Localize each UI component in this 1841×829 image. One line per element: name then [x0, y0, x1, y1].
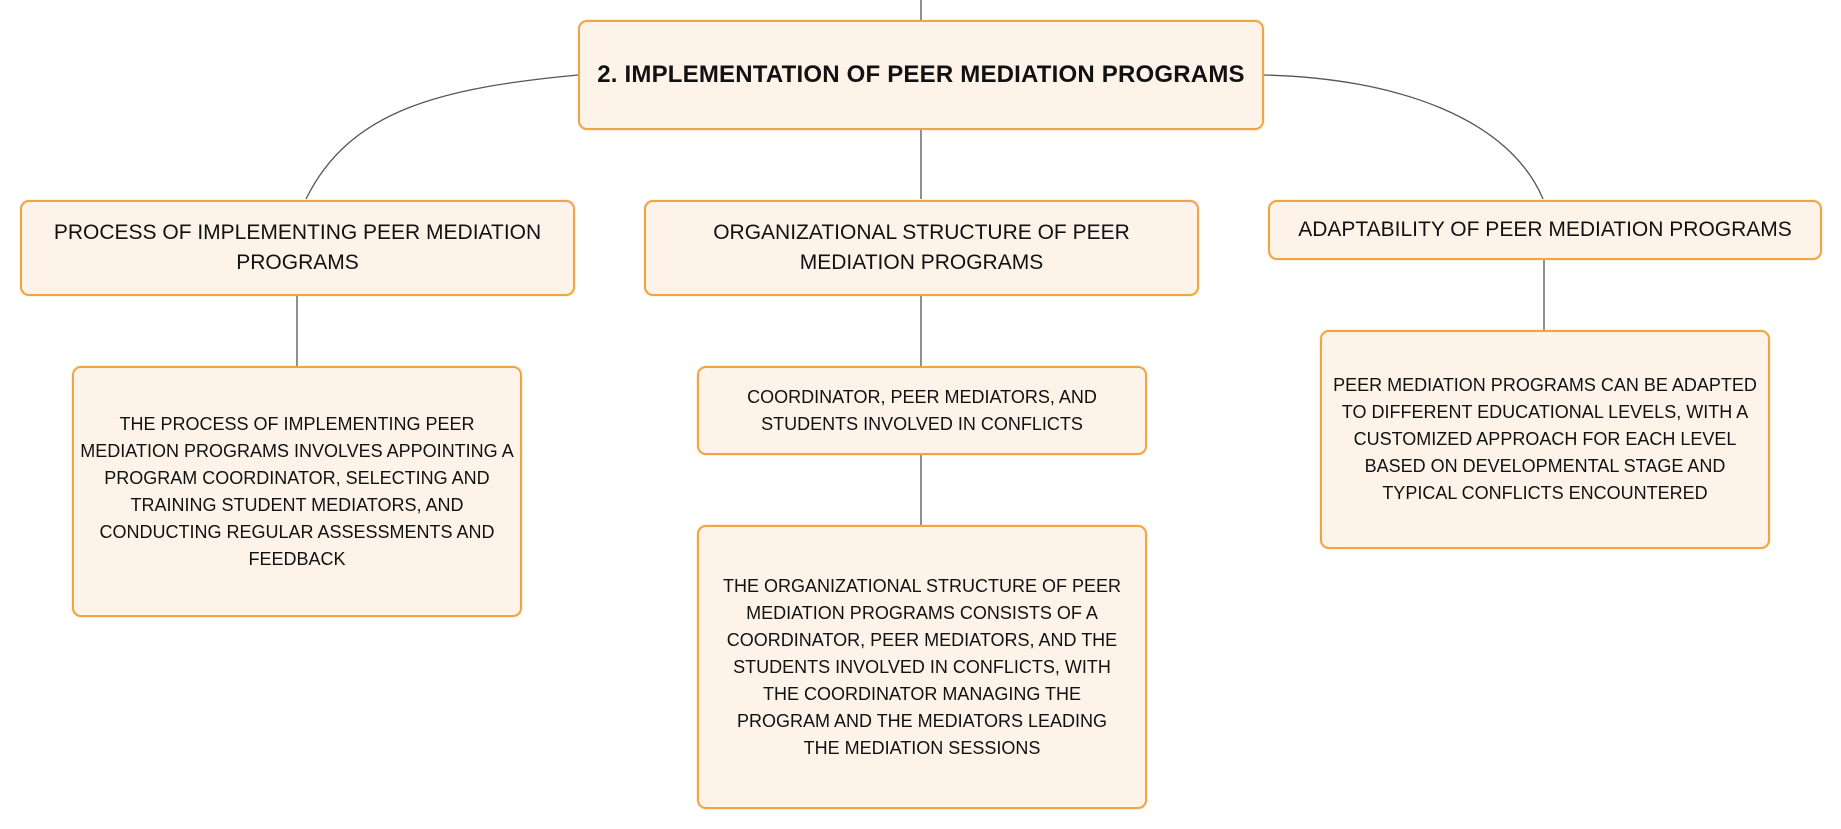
- leaf-node-structure-members[interactable]: COORDINATOR, PEER MEDIATORS, AND STUDENT…: [697, 366, 1147, 455]
- connector-root-to-adaptability: [1262, 74, 1544, 200]
- root-node-label: 2. IMPLEMENTATION OF PEER MEDIATION PROG…: [597, 61, 1245, 88]
- leaf-node-structure-members-label: COORDINATOR, PEER MEDIATORS, AND STUDENT…: [747, 386, 1097, 434]
- leaf-node-process-detail[interactable]: THE PROCESS OF IMPLEMENTING PEER MEDIATI…: [72, 366, 522, 617]
- leaf-node-adaptability-detail[interactable]: PEER MEDIATION PROGRAMS CAN BE ADAPTED T…: [1320, 330, 1770, 549]
- branch-node-structure-label: ORGANIZATIONAL STRUCTURE OF PEER MEDIATI…: [713, 221, 1130, 274]
- leaf-node-process-detail-label: THE PROCESS OF IMPLEMENTING PEER MEDIATI…: [80, 413, 514, 569]
- branch-node-process[interactable]: PROCESS OF IMPLEMENTING PEER MEDIATION P…: [20, 200, 575, 296]
- leaf-node-adaptability-detail-label: PEER MEDIATION PROGRAMS CAN BE ADAPTED T…: [1333, 375, 1757, 503]
- leaf-node-structure-detail[interactable]: THE ORGANIZATIONAL STRUCTURE OF PEER MED…: [697, 525, 1147, 809]
- connector-root-to-process: [305, 74, 579, 200]
- root-node[interactable]: 2. IMPLEMENTATION OF PEER MEDIATION PROG…: [578, 20, 1264, 130]
- branch-node-process-label: PROCESS OF IMPLEMENTING PEER MEDIATION P…: [53, 221, 542, 274]
- branch-node-adaptability[interactable]: ADAPTABILITY OF PEER MEDIATION PROGRAMS: [1268, 200, 1822, 260]
- branch-node-structure[interactable]: ORGANIZATIONAL STRUCTURE OF PEER MEDIATI…: [644, 200, 1199, 296]
- branch-node-adaptability-label: ADAPTABILITY OF PEER MEDIATION PROGRAMS: [1298, 218, 1792, 241]
- leaf-node-structure-detail-label: THE ORGANIZATIONAL STRUCTURE OF PEER MED…: [722, 575, 1122, 758]
